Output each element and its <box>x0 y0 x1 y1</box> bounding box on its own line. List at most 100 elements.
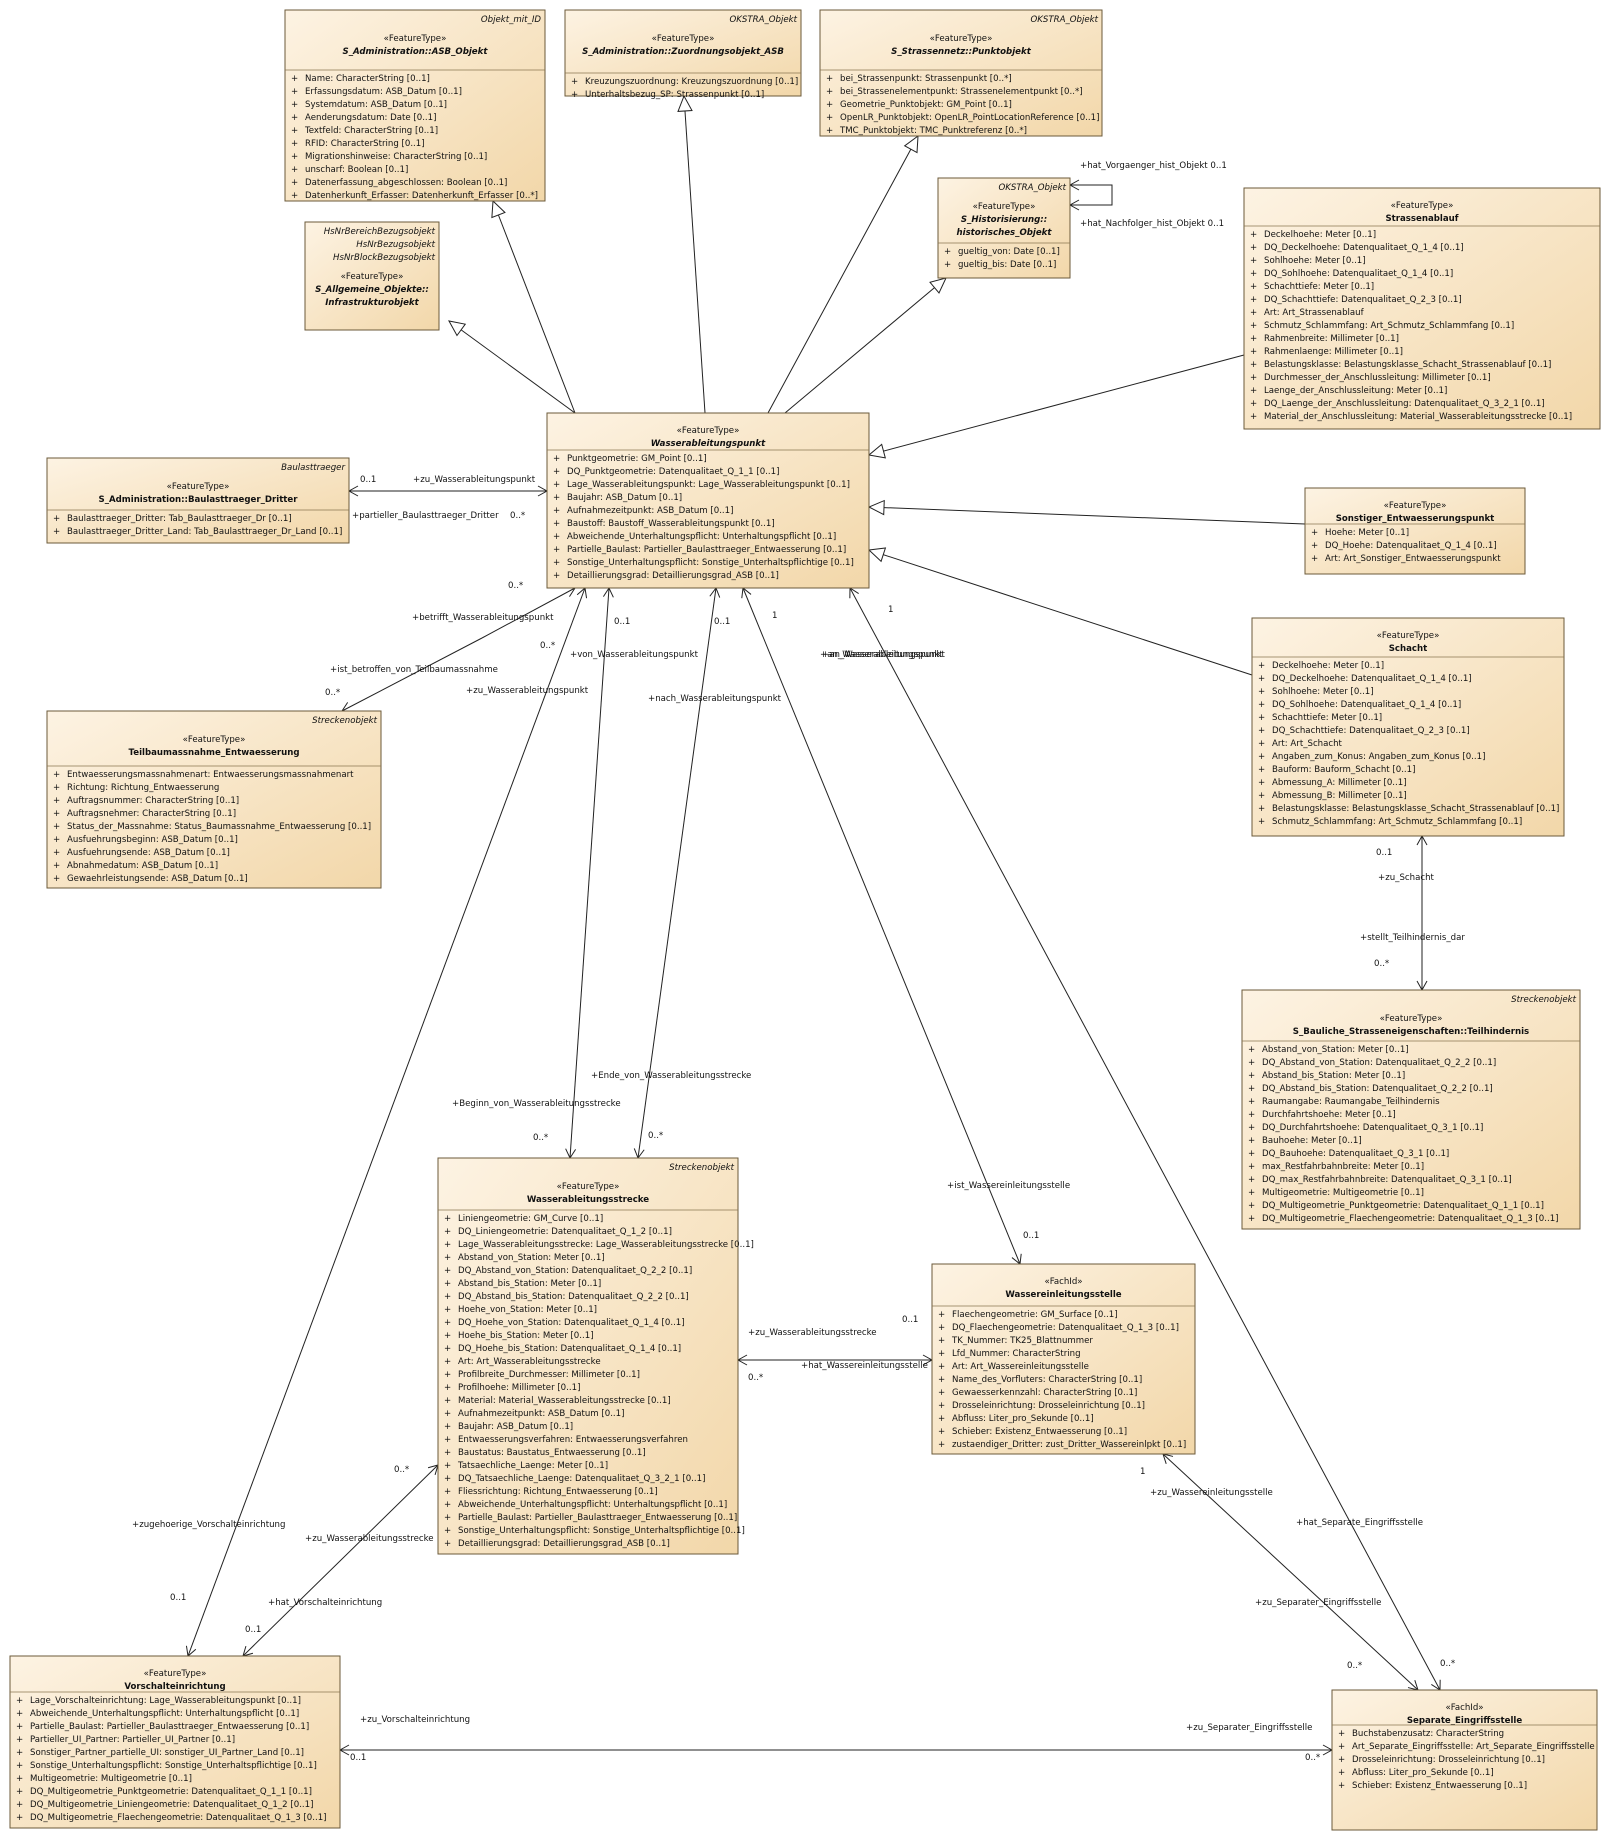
class-attribute: DQ_Multigeometrie_Punktgeometrie: Datenq… <box>1262 1201 1544 1211</box>
class-vorschalt: «FeatureType»Vorschalteinrichtung+Lage_V… <box>9 1655 341 1829</box>
association-edge <box>341 637 483 712</box>
class-attribute: Schmutz_Schlammfang: Art_Schmutz_Schlamm… <box>1272 817 1522 827</box>
class-attribute: Aufnahmezeitpunkt: ASB_Datum [0..1] <box>458 1409 624 1419</box>
attribute-visibility: + <box>944 260 951 270</box>
role-label: +ist_betroffen_von_Teilbaumassnahme <box>330 665 498 675</box>
multiplicity-label: 0..1 <box>360 475 376 485</box>
class-box <box>46 710 382 889</box>
multiplicity-label: 0..* <box>510 511 526 521</box>
class-attribute: Baujahr: ASB_Datum [0..1] <box>458 1422 573 1432</box>
class-attribute: DQ_Tatsaechliche_Laenge: Datenqualitaet_… <box>458 1474 705 1484</box>
role-label: +partieller_Baulasttraeger_Dritter <box>352 511 499 521</box>
generalization-edge <box>492 200 576 414</box>
class-attribute: gueltig_bis: Date [0..1] <box>958 260 1056 270</box>
attribute-visibility: + <box>1248 1201 1255 1211</box>
association-edges <box>185 94 1441 1756</box>
class-teilhindernis: Streckenobjekt«FeatureType»S_Bauliche_St… <box>1241 989 1581 1230</box>
attribute-visibility: + <box>553 545 560 555</box>
attribute-visibility: + <box>53 822 60 832</box>
class-attribute: Abfluss: Liter_pro_Sekunde [0..1] <box>952 1414 1094 1424</box>
class-attribute: Geometrie_Punktobjekt: GM_Point [0..1] <box>840 100 1012 110</box>
role-label: +hat_Vorschalteinrichtung <box>268 1598 382 1608</box>
attribute-visibility: + <box>938 1414 945 1424</box>
class-attribute: Baustoff: Baustoff_Wasserableitungspunkt… <box>567 519 775 529</box>
attribute-visibility: + <box>444 1409 451 1419</box>
class-name: S_Allgemeine_Objekte:: <box>315 285 429 295</box>
class-stereotype: «FeatureType» <box>1377 631 1440 641</box>
attribute-visibility: + <box>1258 687 1265 697</box>
class-attribute: Hoehe_bis_Station: Meter [0..1] <box>458 1331 594 1341</box>
attribute-visibility: + <box>444 1461 451 1471</box>
class-attribute: DQ_Hoehe_von_Station: Datenqualitaet_Q_1… <box>458 1318 685 1328</box>
class-stereotype: «FachId» <box>1445 1703 1483 1713</box>
class-attribute: Detaillierungsgrad: Detaillierungsgrad_A… <box>458 1539 670 1549</box>
role-label: +zu_Wassereinleitungsstelle <box>1150 1488 1273 1498</box>
attribute-visibility: + <box>53 861 60 871</box>
class-attribute: DQ_Multigeometrie_Liniengeometrie: Daten… <box>30 1800 313 1810</box>
class-attribute: Migrationshinweise: CharacterString [0..… <box>305 152 487 162</box>
multiplicity-label: 1 <box>888 605 893 615</box>
attribute-visibility: + <box>1250 347 1257 357</box>
role-label: +zu_Schacht <box>1378 873 1435 883</box>
attribute-visibility: + <box>444 1474 451 1484</box>
attribute-visibility: + <box>53 514 60 524</box>
class-attribute: max_Restfahrbahnbreite: Meter [0..1] <box>1262 1162 1424 1172</box>
attribute-visibility: + <box>1258 778 1265 788</box>
class-stereotype: «FeatureType» <box>557 1182 620 1192</box>
multiplicity-label: 0..* <box>648 1131 664 1141</box>
attribute-visibility: + <box>291 152 298 162</box>
role-label: +zu_Wasserableitungspunkt <box>413 475 536 485</box>
role-label: +hat_Separate_Eingriffsstelle <box>1296 1518 1423 1528</box>
class-attribute: Rahmenbreite: Millimeter [0..1] <box>1264 334 1399 344</box>
class-name: Wasserableitungspunkt <box>651 439 766 449</box>
association-edge <box>242 1464 439 1657</box>
class-stereotype: «FeatureType» <box>652 34 715 44</box>
attribute-visibility: + <box>53 783 60 793</box>
attribute-visibility: + <box>53 848 60 858</box>
class-attribute: Multigeometrie: Multigeometrie [0..1] <box>1262 1188 1424 1198</box>
attribute-visibility: + <box>1248 1188 1255 1198</box>
class-box <box>931 1263 1196 1455</box>
attribute-visibility: + <box>571 90 578 100</box>
class-attribute: Liniengeometrie: GM_Curve [0..1] <box>458 1214 603 1224</box>
attribute-visibility: + <box>16 1696 23 1706</box>
attribute-visibility: + <box>1258 661 1265 671</box>
class-historisches: OKSTRA_Objekt«FeatureType»S_Historisieru… <box>937 177 1071 279</box>
class-attribute: DQ_Abstand_bis_Station: Datenqualitaet_Q… <box>458 1292 689 1302</box>
class-name: Schacht <box>1389 644 1428 654</box>
class-attribute: Datenherkunft_Erfasser: Datenherkunft_Er… <box>305 191 538 201</box>
class-einleitung: «FachId»Wassereinleitungsstelle+Flaechen… <box>931 1263 1196 1455</box>
class-name: Strassenablauf <box>1385 214 1458 224</box>
class-attribute: DQ_Deckelhoehe: Datenqualitaet_Q_1_4 [0.… <box>1272 674 1472 684</box>
class-attribute: Hoehe_von_Station: Meter [0..1] <box>458 1305 597 1315</box>
multiplicity-label: 0..* <box>748 1373 764 1383</box>
class-name: Separate_Eingriffsstelle <box>1407 1716 1523 1726</box>
class-box <box>1251 617 1565 837</box>
class-attribute: Durchfahrtshoehe: Meter [0..1] <box>1262 1110 1396 1120</box>
class-wasserableitungspunkt: «FeatureType»Wasserableitungspunkt+Punkt… <box>546 412 870 589</box>
attribute-visibility: + <box>444 1357 451 1367</box>
attribute-visibility: + <box>444 1396 451 1406</box>
class-attribute: Baulasttraeger_Dritter_Land: Tab_Baulast… <box>67 527 342 537</box>
class-stereotype: «FeatureType» <box>930 34 993 44</box>
attribute-visibility: + <box>444 1539 451 1549</box>
role-label: +hat_Wassereinleitungsstelle <box>801 1361 928 1371</box>
class-attribute: Bauform: Bauform_Schacht [0..1] <box>1272 765 1415 775</box>
class-punktobjekt: OKSTRA_Objekt«FeatureType»S_Strassennetz… <box>819 9 1103 137</box>
class-attribute: bei_Strassenpunkt: Strassenpunkt [0..*] <box>840 74 1012 84</box>
class-attribute: Datenerfassung_abgeschlossen: Boolean [0… <box>305 178 507 188</box>
role-label: +stellt_Teilhindernis_dar <box>1360 933 1465 943</box>
multiplicity-label: 0..* <box>1347 1661 1363 1671</box>
class-strecke: Streckenobjekt«FeatureType»Wasserableitu… <box>437 1157 754 1555</box>
class-attribute: Abweichende_Unterhaltungspflicht: Unterh… <box>567 532 836 542</box>
class-name: S_Bauliche_Strasseneigenschaften::Teilhi… <box>1293 1027 1529 1037</box>
class-tag: OKSTRA_Objekt <box>999 183 1067 193</box>
attribute-visibility: + <box>16 1735 23 1745</box>
class-stereotype: «FeatureType» <box>167 482 230 492</box>
attribute-visibility: + <box>826 100 833 110</box>
class-baulasttraeger: Baulasttraeger«FeatureType»S_Administrat… <box>46 457 350 544</box>
class-asb_objekt: Objekt_mit_ID«FeatureType»S_Administrati… <box>284 9 546 202</box>
attribute-visibility: + <box>444 1227 451 1237</box>
class-attribute: Tatsaechliche_Laenge: Meter [0..1] <box>457 1461 608 1471</box>
multiplicity-label: 1 <box>772 611 777 621</box>
